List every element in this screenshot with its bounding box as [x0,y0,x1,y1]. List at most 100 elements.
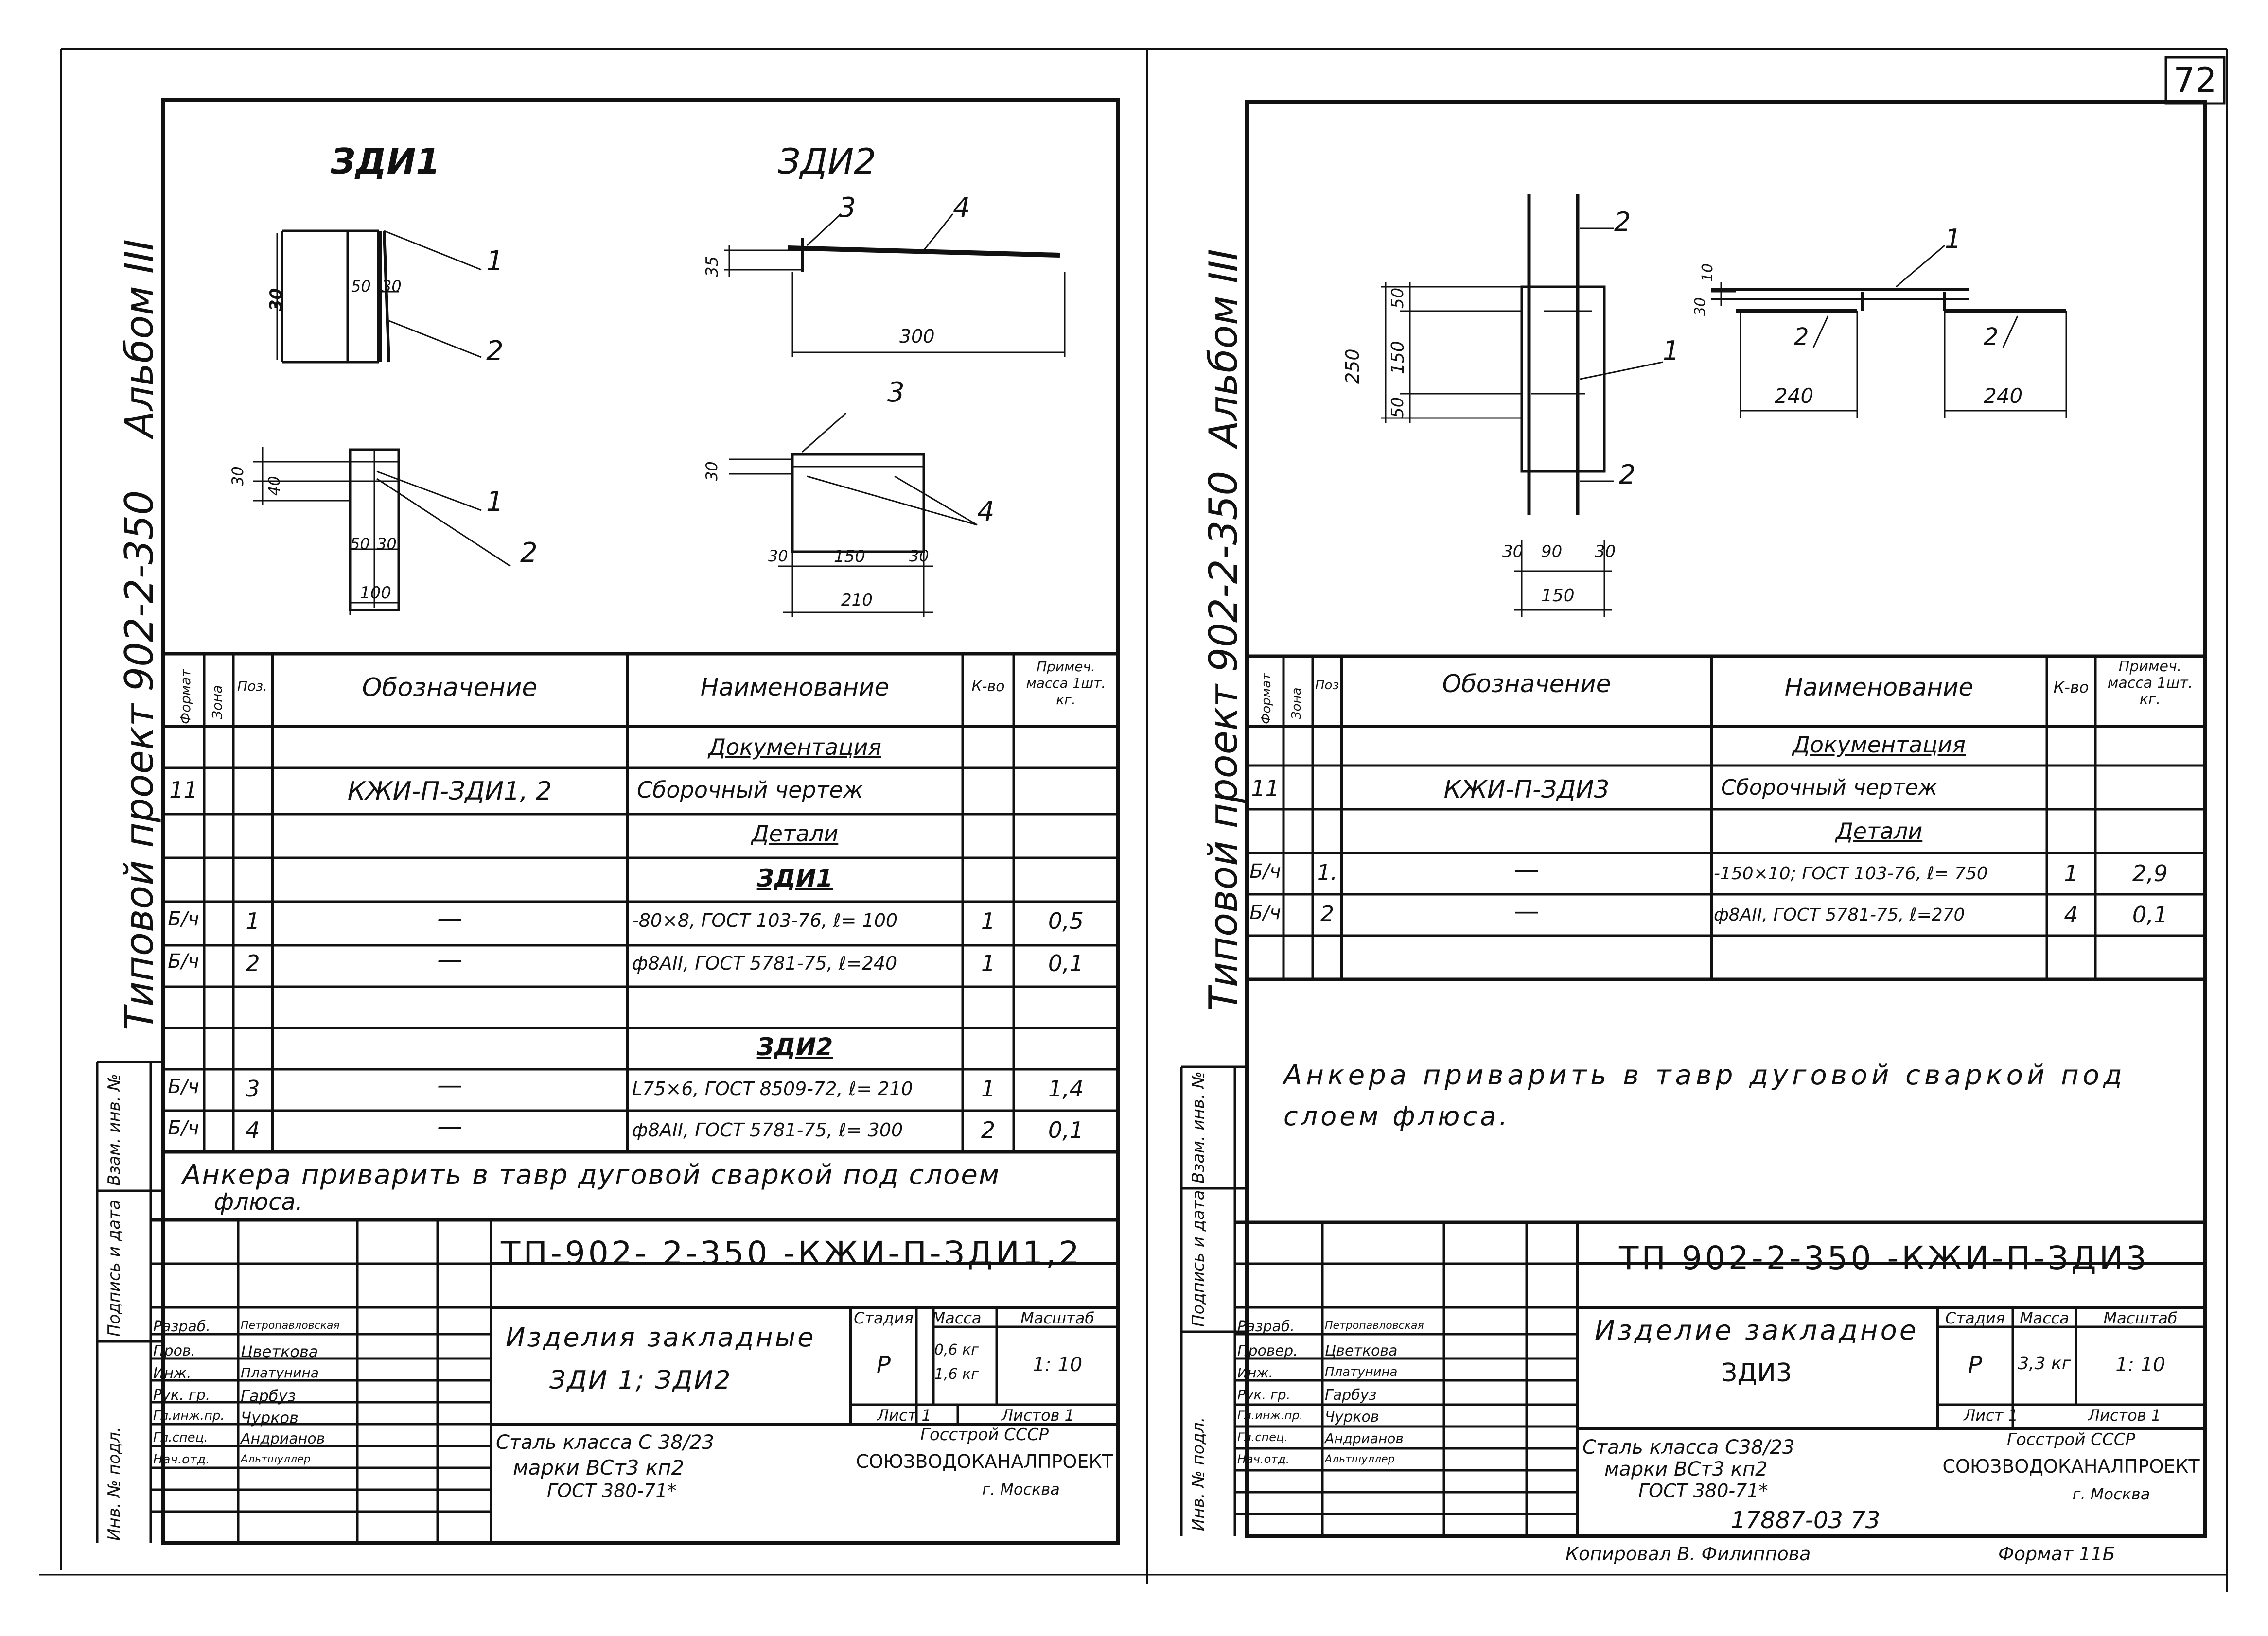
spec-designation: — [437,1071,462,1100]
left-note-line-1: Анкера приварить в тавр дуговой сваркой … [182,1159,1001,1191]
spec-designation: — [437,1112,462,1141]
callout-number: 1 [1663,335,1680,366]
left-stamp-mass-h: Масса [932,1309,982,1327]
dim-label: 30 [909,547,929,565]
spec-name: -80×8, ГОСТ 103-76, ℓ= 100 [632,910,898,931]
callout-number: 3 [887,377,905,408]
dim-label: 30 [377,535,397,553]
right-stamp-sheet: Лист 1 [1964,1406,2018,1425]
footer-doc-number: 17887-03 73 [1731,1507,1881,1534]
spec-section-title: Документация [708,734,882,760]
signatory-role: Гл.инж.пр. [153,1409,225,1423]
dim-label: 30 [266,288,286,311]
dim-label: 30 [1692,297,1709,316]
right-album-label: Альбом III [1201,249,1246,447]
spec-section-title: ЗДИ1 [756,864,833,892]
spec-header-designation: Обозначение [1442,670,1611,698]
right-stamp-scale-h: Масштаб [2103,1309,2178,1327]
signatory-name: Платунина [241,1365,319,1381]
left-stamp-stage-h: Стадия [854,1309,914,1327]
left-stamp-material-3: ГОСТ 380-71* [547,1480,677,1501]
left-stamp-sheets: Листов 1 [1001,1406,1075,1425]
callout-number: 2 [1619,459,1636,490]
spec-designation: — [437,945,462,975]
left-stamp-org-1: Госстрой СССР [920,1425,1049,1445]
signatory-name: Андрианов [241,1430,325,1447]
left-stamp-item-1: Изделия закладные [506,1322,816,1353]
spec-name: Сборочный чертеж [637,777,863,803]
signatory-role: Провер. [1237,1342,1298,1359]
dim-label: 150 [1388,341,1408,374]
spec-note: 0,1 [1048,1117,1084,1143]
spec-note: 2,9 [2132,860,2168,887]
dim-label: 240 [1775,384,1814,408]
spec-qty: 4 [2064,902,2078,928]
spec-name: -150×10; ГОСТ 103-76, ℓ= 750 [1714,864,1988,884]
spec-pos: 2 [246,950,260,976]
spec-designation: КЖИ-П-ЗДИ3 [1443,775,1610,803]
signatory-name: Чурков [1325,1409,1379,1426]
spec-format: 11 [169,777,198,803]
signatory-name: Гарбуз [1325,1387,1377,1404]
dim-label: 150 [834,547,865,566]
spec-name: ф8АII, ГОСТ 5781-75, ℓ=270 [1714,905,1965,925]
footer-copied-by: Копировал В. Филиппова [1565,1543,1811,1565]
left-side-label-1: Инв. № подл. [105,1427,124,1541]
dim-label: 30 [229,466,247,486]
left-stamp-mass-1: 0,6 кг [934,1341,979,1358]
spec-qty: 1 [981,1076,996,1102]
callout-number: 1 [1945,224,1962,254]
spec-note: 1,4 [1048,1076,1084,1102]
right-side-label-3: Взам. инв. № [1189,1071,1208,1183]
spec-header-qty: К-во [2053,678,2089,696]
left-stamp-mass-2: 1,6 кг [934,1366,979,1383]
signatory-name: Цветкова [241,1342,318,1361]
spec-header-note: Примеч. масса 1шт. кг. [1026,659,1106,708]
dim-label: 30 [1502,542,1524,561]
spec-qty: 1 [2064,860,2078,887]
left-stamp-scale: 1: 10 [1032,1354,1083,1376]
signatory-role: Гл.спец. [153,1430,208,1445]
spec-header-note: Примеч. масса 1шт. кг. [2107,658,2193,708]
footer-format: Формат 11Б [1998,1543,2115,1565]
left-stamp-material-2: марки ВСт3 кп2 [513,1456,685,1479]
spec-section-title: ЗДИ2 [756,1033,833,1061]
dim-label: 10 [1699,263,1716,282]
right-stamp-item-1: Изделие закладное [1595,1315,1919,1346]
spec-format: Б/ч [1249,860,1281,883]
right-side-label-1: Инв. № подл. [1189,1417,1208,1531]
spec-qty: 1 [981,950,996,976]
left-stamp-org-3: г. Москва [982,1480,1060,1498]
spec-designation: КЖИ-П-ЗДИ1, 2 [347,777,552,806]
left-stamp-item-2: ЗДИ 1; ЗДИ2 [549,1366,732,1395]
spec-name: ф8АII, ГОСТ 5781-75, ℓ=240 [632,953,897,974]
spec-header-designation: Обозначение [362,673,538,702]
spec-header-name: Наименование [1784,673,1974,701]
dim-label: 30 [382,277,402,296]
spec-designation: — [437,904,462,933]
callout-number: 1 [486,486,504,518]
spec-pos: 1. [1317,860,1337,885]
callout-number: 1 [486,245,504,277]
signatory-role: Разраб. [153,1318,211,1335]
dim-label: 150 [1541,586,1575,606]
signatory-role: Инж. [153,1365,192,1382]
spec-section-title: Детали [751,820,839,847]
spec-format: Б/ч [168,1117,199,1139]
right-stamp-item-2: ЗДИ3 [1721,1358,1792,1388]
right-stamp-mass-1: 3,3 кг [2018,1354,2071,1374]
dim-label: 50 [1388,397,1407,418]
spec-qty: 2 [981,1117,996,1143]
spec-header-pos: Поз. [1315,678,1343,693]
left-stamp-material-1: Сталь класса С 38/23 [496,1431,714,1454]
left-stamp-sheet: Лист 1 [877,1406,932,1425]
spec-header-name: Наименование [700,673,890,701]
signatory-name: Андрианов [1325,1430,1404,1446]
signatory-name: Платунина [1325,1365,1398,1379]
signatory-name: Петропавловская [241,1320,340,1332]
dim-label: 90 [1541,542,1563,561]
dim-label: 50 [350,535,370,553]
spec-note: 0,1 [2132,902,2168,928]
spec-qty: 1 [981,908,996,934]
left-stamp-code: ТП-902- 2-350 -КЖИ-П-ЗДИ1,2 [501,1235,1082,1272]
